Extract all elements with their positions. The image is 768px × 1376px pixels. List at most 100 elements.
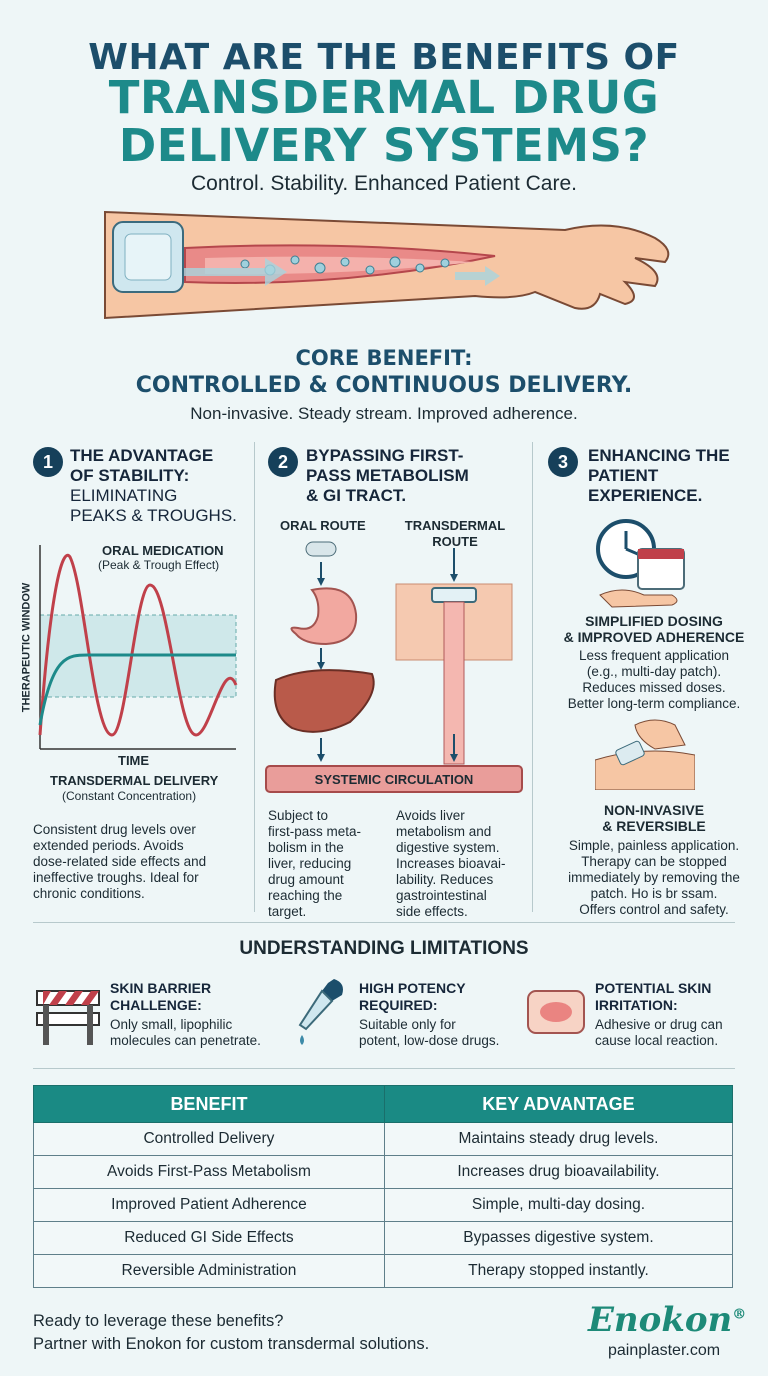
transdermal-curve <box>38 653 236 726</box>
table-cell: Reduced GI Side Effects <box>33 1221 385 1255</box>
title-line-1: WHAT ARE THE BENEFITS OF <box>88 37 680 78</box>
section-2-right-line: Increases bioavai- <box>396 856 506 871</box>
table-row: Reduced GI Side Effects Bypasses digesti… <box>33 1221 734 1255</box>
table-cell: Simple, multi-day dosing. <box>383 1188 734 1222</box>
section-3-body-2-line: Therapy can be stopped <box>581 854 727 869</box>
table-header-benefit: BENEFIT <box>33 1085 385 1123</box>
subtitle: Control. Stability. Enhanced Patient Car… <box>191 172 577 195</box>
section-3-title-c: EXPERIENCE. <box>588 486 703 505</box>
stomach-icon <box>290 587 358 646</box>
table-cell: Increases drug bioavailability. <box>383 1155 734 1189</box>
section-3-body-1-line: Reduces missed doses. <box>582 680 726 695</box>
clock-calendar-icon <box>596 519 685 608</box>
chart-transdermal-label: TRANSDERMAL DELIVERY <box>50 773 219 788</box>
section-2-left-line: liver, reducing <box>268 856 352 871</box>
oral-route-label: ORAL ROUTE <box>280 518 366 533</box>
section-3-h1-b: & IMPROVED ADHERENCE <box>563 629 745 645</box>
oral-medication-curve <box>38 553 238 737</box>
section-2-title-c: & GI TRACT. <box>306 486 407 505</box>
limitation-1-title-a: SKIN BARRIER <box>110 980 212 996</box>
section-3-title-b: PATIENT <box>588 466 659 485</box>
patch-removal-icon <box>595 719 695 790</box>
section-3-body-2-line: immediately by removing the <box>568 870 740 885</box>
section-number-3: 3 <box>548 447 578 477</box>
vessel-vertical <box>443 601 465 765</box>
stability-chart <box>38 545 238 750</box>
section-3-body-1-line: Better long-term compliance. <box>567 696 741 711</box>
liver-icon <box>273 669 375 733</box>
table-row: Improved Patient Adherence Simple, multi… <box>33 1188 734 1222</box>
section-1-body-line: chronic conditions. <box>33 886 145 901</box>
limitation-2-text-b: potent, low-dose drugs. <box>359 1033 500 1048</box>
table-cell: Improved Patient Adherence <box>33 1188 385 1222</box>
section-3-body-1-line: (e.g., multi-day patch). <box>586 664 722 679</box>
section-3-title-a: ENHANCING THE <box>588 446 730 465</box>
limitation-3-title-b: IRRITATION: <box>595 997 678 1013</box>
table-cell: Controlled Delivery <box>33 1122 385 1156</box>
limitations-heading: UNDERSTANDING LIMITATIONS <box>239 938 529 959</box>
transdermal-route-label-b: ROUTE <box>432 534 478 549</box>
section-2-left-line: first-pass meta- <box>268 824 362 839</box>
section-2-right-line: gastrointestinal <box>396 888 487 903</box>
section-3-h2-b: & REVERSIBLE <box>602 818 706 834</box>
section-3-h1-a: SIMPLIFIED DOSING <box>585 613 723 629</box>
column-divider <box>532 442 533 912</box>
limitation-2-title-a: HIGH POTENCY <box>359 980 466 996</box>
registered-mark: ® <box>732 1306 747 1323</box>
barrier-icon <box>36 990 100 1045</box>
section-2-right-line: Avoids liver <box>396 808 465 823</box>
brand-logo: Enokon® <box>588 1300 746 1340</box>
section-1-title-a: THE ADVANTAGE <box>70 446 214 465</box>
section-1-body: Consistent drug levels over extended per… <box>33 822 206 902</box>
patch-icon <box>431 587 477 603</box>
section-2-left-line: reaching the <box>268 888 343 903</box>
section-1-body-line: dose-related side effects and <box>33 854 207 869</box>
section-1-sub-a: ELIMINATING <box>70 486 178 505</box>
route-diagram <box>265 541 523 793</box>
column-divider <box>254 442 255 912</box>
core-benefit-tagline: Non-invasive. Steady stream. Improved ad… <box>190 404 578 423</box>
table-row: Controlled Delivery Maintains steady dru… <box>33 1122 734 1156</box>
table-cell: Avoids First-Pass Metabolism <box>33 1155 385 1189</box>
section-number-2: 2 <box>268 447 298 477</box>
section-2-right-body: Avoids liver metabolism and digestive sy… <box>396 808 506 920</box>
chart-x-label: TIME <box>118 753 150 768</box>
section-3-body-1: Less frequent application (e.g., multi-d… <box>540 648 768 712</box>
footer-line-2: Partner with Enokon for custom transderm… <box>33 1335 430 1353</box>
section-2-left-line: bolism in the <box>268 840 344 855</box>
section-3-body-1-line: Less frequent application <box>578 648 730 663</box>
title-line-3: DELIVERY SYSTEMS? <box>118 119 650 172</box>
section-2-right-line: side effects. <box>396 904 468 919</box>
section-2-title-b: PASS METABOLISM <box>306 466 469 485</box>
limitation-3-title-a: POTENTIAL SKIN <box>595 980 712 996</box>
table-row: Reversible Administration Therapy stoppe… <box>33 1254 734 1288</box>
chart-y-label: THERAPEUTIC WINDOW <box>20 582 33 713</box>
section-2-left-line: target. <box>268 904 307 919</box>
table-cell: Therapy stopped instantly. <box>383 1254 734 1288</box>
table-cell: Bypasses digestive system. <box>383 1221 734 1255</box>
section-divider <box>33 1068 735 1069</box>
section-1-body-line: Consistent drug levels over <box>33 822 196 837</box>
transdermal-route-label-a: TRANSDERMAL <box>404 518 506 533</box>
section-2-left-body: Subject to first-pass meta- bolism in th… <box>268 808 361 920</box>
table-header-row: BENEFIT KEY ADVANTAGE <box>33 1085 734 1123</box>
chart-oral-label: ORAL MEDICATION <box>102 543 224 558</box>
section-1-body-line: ineffective troughs. Ideal for <box>33 870 199 885</box>
table-cell: Reversible Administration <box>33 1254 385 1288</box>
section-1-body-line: extended periods. Avoids <box>33 838 184 853</box>
section-3-body-2-line: Simple, painless application. <box>568 838 740 853</box>
section-divider <box>33 922 735 923</box>
core-benefit-subheading: CONTROLLED & CONTINUOUS DELIVERY. <box>135 373 633 398</box>
benefits-table: BENEFIT KEY ADVANTAGE Controlled Deliver… <box>33 1085 734 1288</box>
section-2-title-a: BYPASSING FIRST- <box>306 446 464 465</box>
limitation-1-text-a: Only small, lipophilic <box>110 1017 233 1032</box>
limitation-3-text-a: Adhesive or drug can <box>595 1017 723 1032</box>
limitation-3-text-b: cause local reaction. <box>595 1033 719 1048</box>
section-2-right-line: metabolism and <box>396 824 492 839</box>
limitation-1-text-b: molecules can penetrate. <box>110 1033 261 1048</box>
website-link[interactable]: painplaster.com <box>608 1342 721 1359</box>
systemic-circulation-label: SYSTEMIC CIRCULATION <box>314 772 474 787</box>
limitation-1-title-b: CHALLENGE: <box>110 997 202 1013</box>
pill-icon <box>305 541 337 557</box>
section-3-h2-a: NON-INVASIVE <box>603 802 705 818</box>
